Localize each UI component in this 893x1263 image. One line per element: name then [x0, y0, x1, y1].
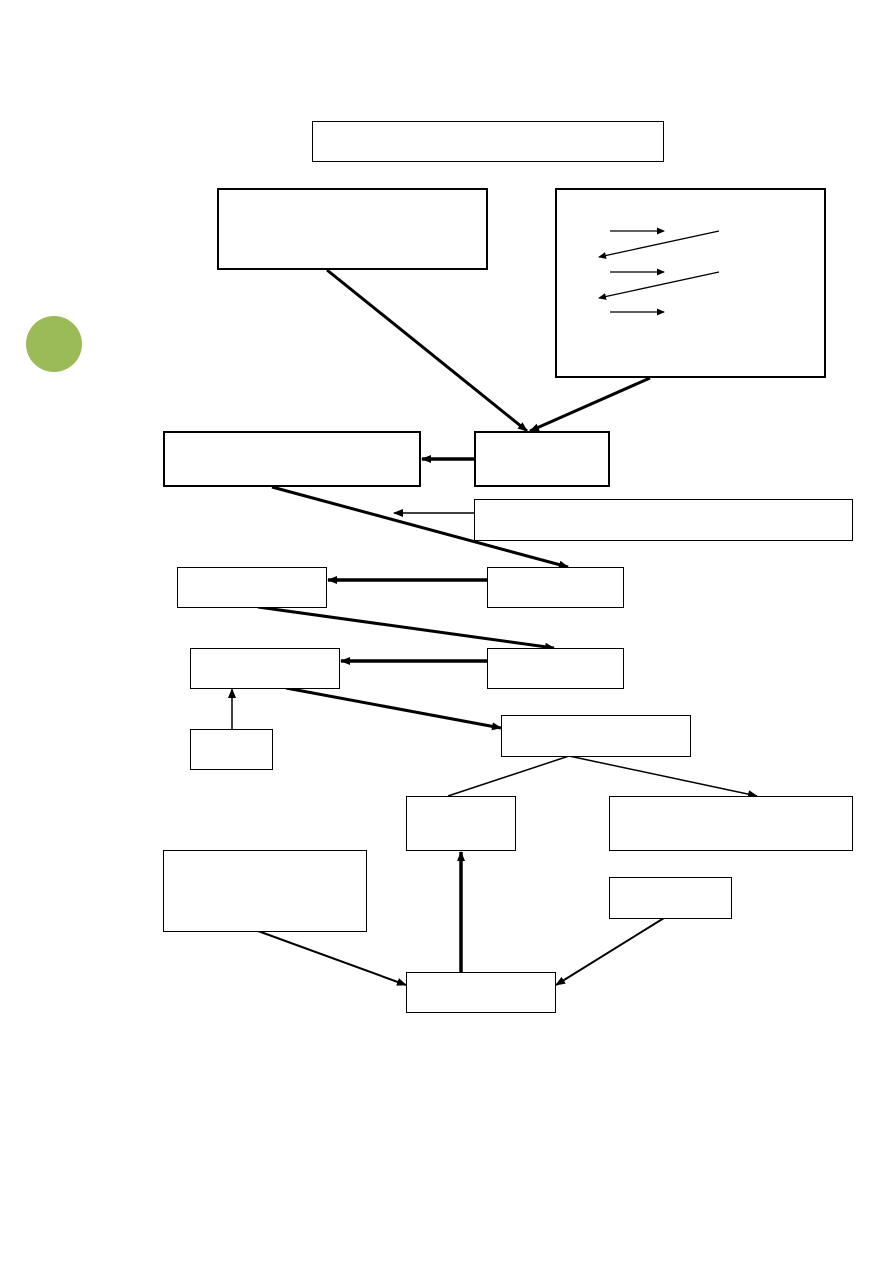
- box-top-title: [312, 121, 664, 162]
- connector-lower-right-to-bottom-center: [555, 917, 665, 986]
- inner-arrow-2: [598, 230, 720, 259]
- box-right-upper: [555, 188, 826, 378]
- box-left-3: [190, 648, 340, 689]
- box-center-3: [487, 648, 624, 689]
- box-center-2: [487, 567, 624, 608]
- box-left-1: [163, 431, 421, 487]
- connector-right-upper-to-center-1: [529, 376, 651, 433]
- connector-left-3-to-center-4: [285, 686, 502, 731]
- box-left-upper: [217, 188, 488, 270]
- box-left-2: [177, 567, 327, 608]
- connector-center-4-to-branch-left: [447, 755, 570, 797]
- inner-arrows-graphic: [598, 227, 720, 316]
- box-bottom-center: [406, 972, 556, 1013]
- connector-left-upper-to-center-1: [326, 268, 528, 433]
- box-center-1: [474, 431, 610, 487]
- box-center-4: [501, 715, 691, 757]
- box-wide-right: [474, 499, 853, 541]
- box-lower-right-small: [609, 877, 732, 919]
- box-small-bottom-left: [190, 729, 273, 770]
- connector-left-2-to-center-3: [257, 605, 555, 651]
- connector-center-4-to-branch-right: [568, 755, 758, 799]
- connector-lower-left-to-bottom-center: [257, 930, 407, 986]
- green-circle-marker: [26, 316, 82, 372]
- inner-arrow-4: [598, 271, 720, 300]
- box-branch-left: [406, 796, 516, 851]
- box-lower-left: [163, 850, 367, 932]
- box-branch-right: [609, 796, 853, 851]
